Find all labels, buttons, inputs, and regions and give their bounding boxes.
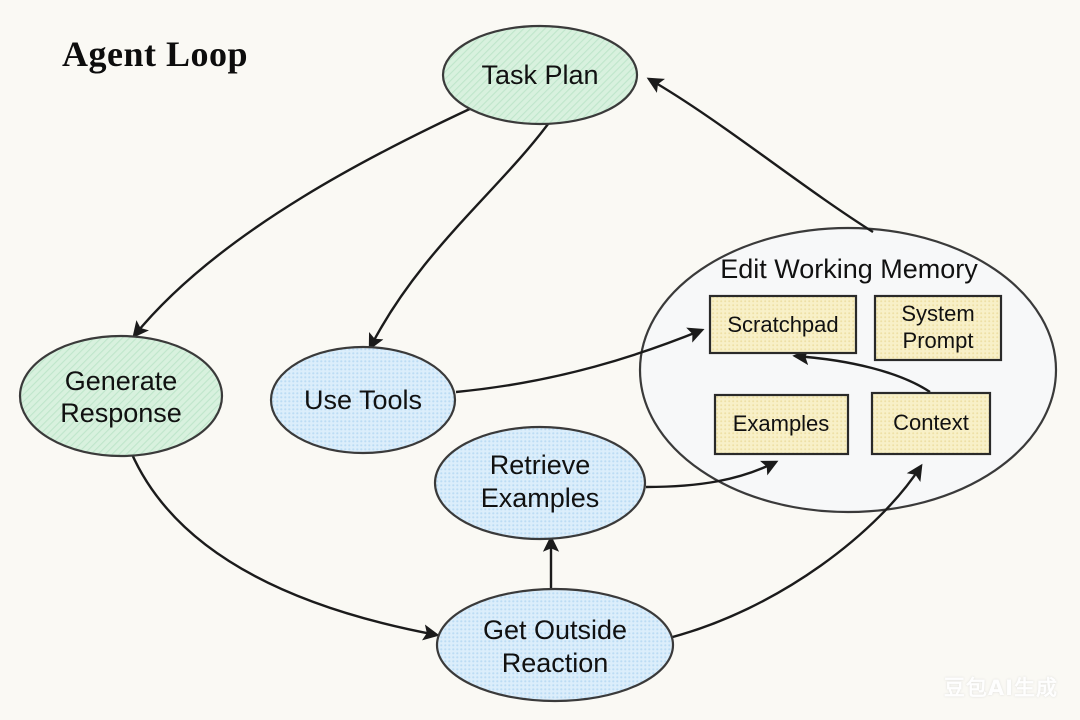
node-get-outside-reaction-label-line1: Get Outside — [483, 615, 627, 645]
watermark: 豆包AI生成 — [943, 676, 1058, 700]
node-retrieve-examples[interactable]: Retrieve Examples — [433, 425, 647, 541]
box-system-prompt-label-line2: Prompt — [903, 328, 974, 353]
edge-task-plan-to-generate-response — [132, 99, 488, 339]
node-task-plan[interactable]: Task Plan — [441, 24, 639, 126]
box-system-prompt-label-line1: System — [901, 301, 974, 326]
node-retrieve-examples-label-line2: Examples — [481, 483, 600, 513]
node-get-outside-reaction-label-line2: Reaction — [502, 648, 609, 678]
edge-task-plan-to-use-tools — [368, 119, 552, 351]
edge-retrieve-examples-to-examples — [645, 460, 779, 489]
edge-generate-response-to-get-outside-reaction — [129, 451, 440, 641]
group-title-label: Edit Working Memory — [720, 254, 978, 284]
edge-get-outside-reaction-to-context — [664, 463, 923, 641]
box-context-label: Context — [893, 410, 969, 435]
box-scratchpad-label: Scratchpad — [727, 312, 838, 337]
node-get-outside-reaction[interactable]: Get Outside Reaction — [435, 587, 675, 703]
box-context[interactable]: Context — [870, 391, 992, 456]
page-title: Agent Loop — [62, 34, 248, 74]
edge-working-memory-to-task-plan — [646, 77, 874, 234]
node-task-plan-label: Task Plan — [481, 60, 598, 90]
node-generate-response-label-line1: Generate — [65, 366, 178, 396]
node-use-tools[interactable]: Use Tools — [269, 345, 457, 455]
box-examples-label: Examples — [733, 411, 830, 436]
box-system-prompt[interactable]: System Prompt — [873, 294, 1003, 362]
node-generate-response-label-line2: Response — [60, 398, 182, 428]
box-scratchpad[interactable]: Scratchpad — [708, 294, 858, 355]
edge-context-to-scratchpad — [792, 348, 931, 393]
node-use-tools-label: Use Tools — [304, 385, 422, 415]
box-examples[interactable]: Examples — [713, 393, 850, 456]
edge-use-tools-to-scratchpad — [455, 327, 705, 394]
node-generate-response[interactable]: Generate Response — [18, 334, 224, 458]
node-retrieve-examples-label-line1: Retrieve — [490, 450, 591, 480]
